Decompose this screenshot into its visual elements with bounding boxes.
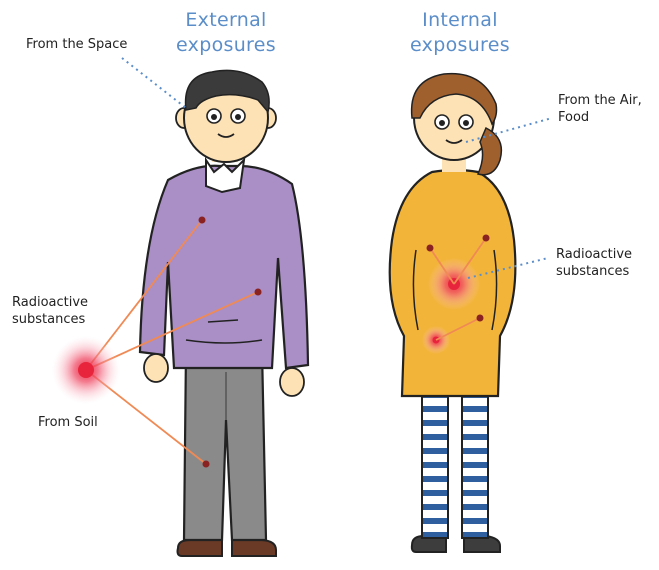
label-radioactive-left: Radioactive substances: [12, 294, 88, 328]
man-dot-chest: [199, 217, 206, 224]
man-right-shoe: [232, 540, 276, 556]
woman-left-leg: [422, 396, 448, 538]
soil-source-core: [78, 362, 94, 378]
label-from-air-line2: Food: [558, 109, 642, 126]
man-trousers: [184, 350, 266, 540]
label-radioactive-right: Radioactive substances: [556, 246, 632, 280]
label-from-air-food: From the Air, Food: [558, 92, 642, 126]
label-from-soil: From Soil: [38, 414, 98, 431]
woman-figure: [390, 74, 516, 552]
man-right-hand: [280, 368, 304, 396]
label-from-space: From the Space: [26, 36, 127, 53]
label-from-air-line1: From the Air,: [558, 92, 642, 109]
man-figure: [140, 70, 308, 556]
external-heading-line2: exposures: [166, 33, 286, 58]
man-left-hand: [144, 354, 168, 382]
external-heading: External exposures: [166, 8, 286, 58]
label-radioactive-left-line2: substances: [12, 311, 88, 328]
internal-heading: Internal exposures: [400, 8, 520, 58]
man-dot-side: [255, 289, 262, 296]
external-heading-line1: External: [166, 8, 286, 33]
label-radioactive-right-line1: Radioactive: [556, 246, 632, 263]
man-left-shoe: [178, 540, 223, 556]
space-pointer: [122, 58, 186, 108]
label-radioactive-left-line1: Radioactive: [12, 294, 88, 311]
woman-right-leg: [462, 396, 488, 538]
man-dot-leg: [203, 461, 210, 468]
internal-heading-line2: exposures: [400, 33, 520, 58]
internal-heading-line1: Internal: [400, 8, 520, 33]
label-radioactive-right-line2: substances: [556, 263, 632, 280]
